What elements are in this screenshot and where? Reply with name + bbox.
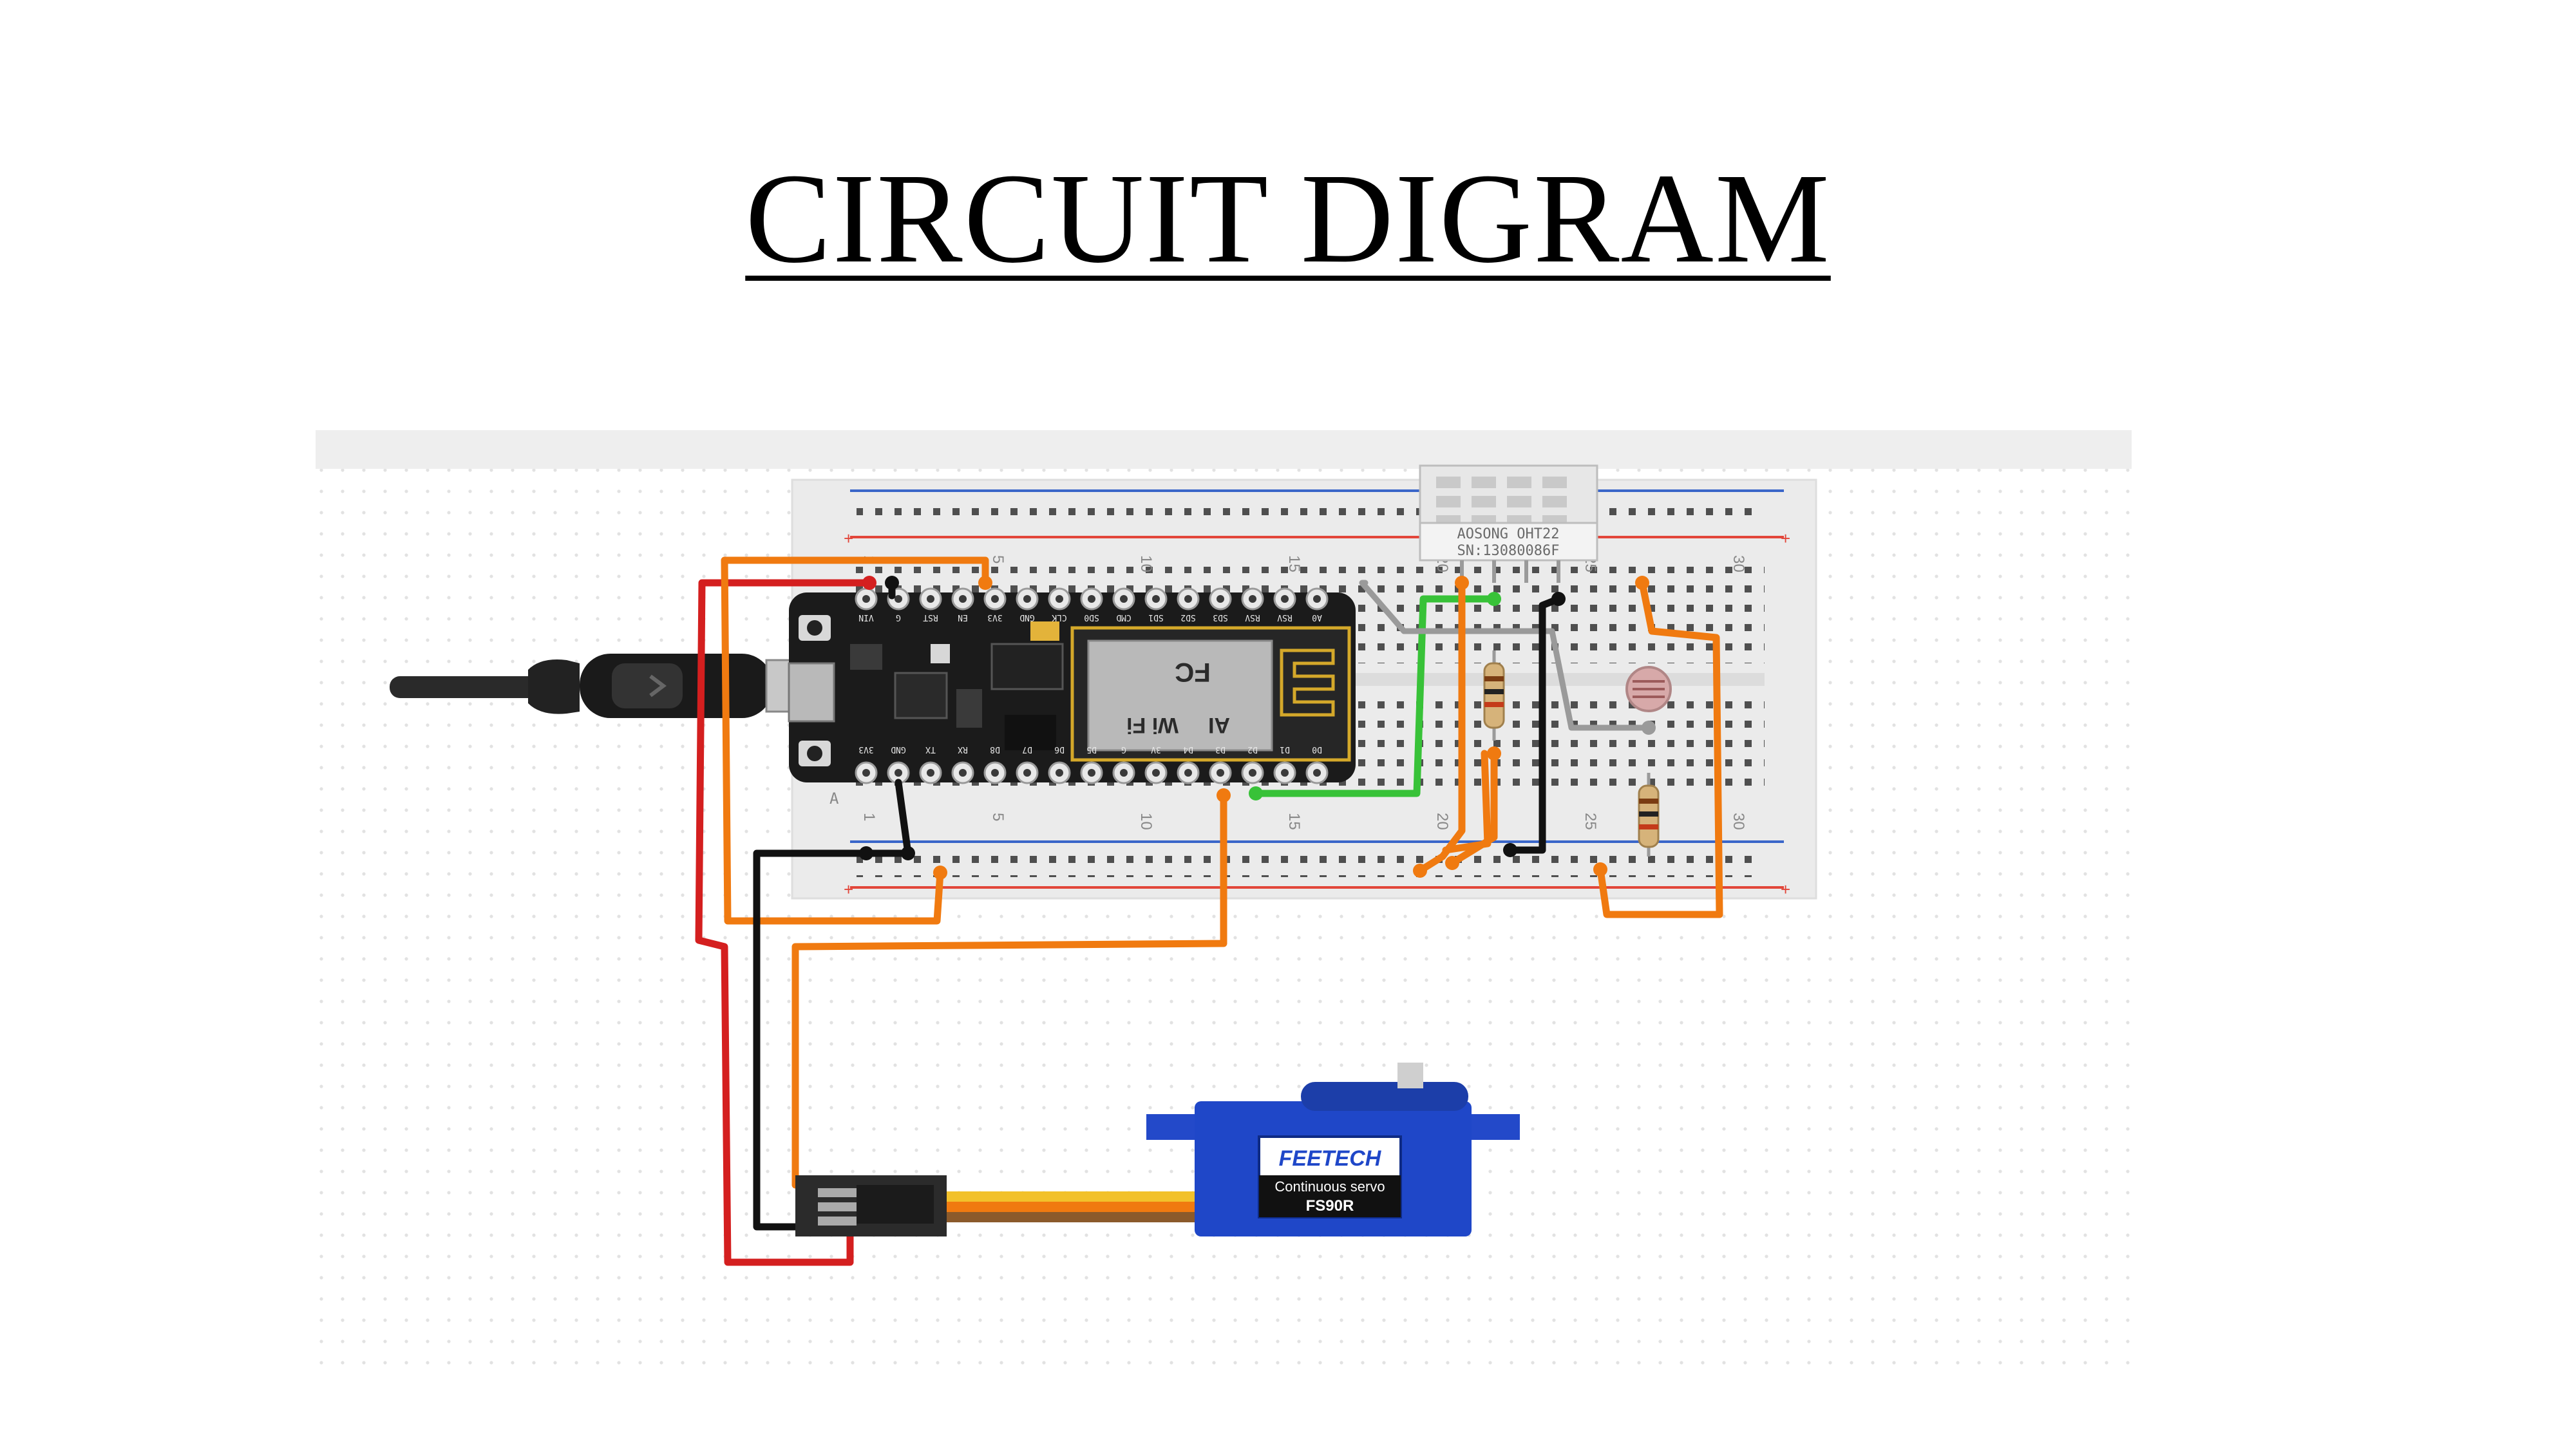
nodemcu-pin-label-bottom-5: D7: [1022, 744, 1032, 754]
servo-cable: [947, 1191, 1204, 1222]
wire-black-dht-gnd: [1506, 595, 1562, 854]
rail-minus-sign: -: [850, 480, 856, 500]
row-number-bottom-5: 5: [989, 813, 1007, 821]
nodemcu-pin-label-top-2: RST: [923, 612, 938, 622]
row-number-bottom-10: 10: [1137, 813, 1155, 830]
servo-connector: [795, 1175, 947, 1236]
wire-orange-ldr: [1596, 579, 1723, 918]
column-letter: A: [829, 790, 839, 808]
nodemcu-pin-label-bottom-7: D5: [1086, 744, 1097, 754]
servo-motor-icon: FEETECH Continuous servo FS90R: [1146, 1063, 1520, 1236]
nodemcu-pin-label-top-1: G: [896, 612, 901, 622]
wire-orange-res-gnd: [1442, 750, 1492, 854]
nodemcu-pin-label-bottom-0: 3V3: [858, 744, 873, 754]
module-mark-ai: AI: [1208, 713, 1230, 737]
wire-endpoints: [859, 576, 1656, 880]
row-number-top-15: 15: [1285, 555, 1303, 573]
nodemcu-pin-label-top-7: SD0: [1084, 612, 1099, 622]
row-number-bottom-30: 30: [1730, 813, 1747, 830]
module-mark-wifi: Wi Fi: [1126, 713, 1179, 737]
servo-brand: FEETECH: [1279, 1146, 1382, 1171]
rail-plus-sign-right: +: [1781, 529, 1790, 548]
wire-gray-dht: [1359, 580, 1652, 731]
nodemcu-pin-label-top-11: SD3: [1213, 612, 1227, 622]
nodemcu-pin-label-top-8: CMD: [1116, 612, 1132, 622]
nodemcu-pin-label-top-4: 3V3: [987, 612, 1002, 622]
nodemcu-pin-label-bottom-2: TX: [925, 744, 936, 754]
servo-model: FS90R: [1306, 1197, 1354, 1215]
micro-usb-port: [788, 662, 835, 723]
nodemcu-pin-label-top-10: SD2: [1180, 612, 1195, 622]
servo-subtitle: Continuous servo: [1274, 1179, 1385, 1195]
wire-orange-3v3: [721, 556, 989, 925]
nodemcu-pin-label-top-5: GND: [1019, 612, 1035, 622]
wire-orange-dht-res: [1448, 750, 1498, 867]
esp8266-module-icon: FC Wi Fi AI: [1070, 626, 1351, 762]
photoresistor-icon: [1625, 666, 1672, 712]
row-number-top-5: 5: [989, 555, 1007, 564]
dht22-sensor-icon: AOSONG OHT22 SN:13080086F: [1419, 464, 1598, 583]
capacitor: [1030, 621, 1059, 641]
wire-black-gnd: [753, 779, 912, 1231]
nodemcu-pin-label-top-6: CLK: [1052, 612, 1067, 622]
nodemcu-pin-label-top-14: A0: [1312, 612, 1322, 622]
nodemcu-pin-label-bottom-3: RX: [958, 744, 968, 754]
nodemcu-pin-row-top: VIN G RST EN 3V3 GND CLK SD0 CMD SD1 SD2 SD3 RSV RSV A…: [855, 587, 1329, 622]
row-number-top-30: 30: [1730, 555, 1747, 573]
dht-label-line1: AOSONG OHT22: [1457, 526, 1560, 542]
row-number-bottom-1: 1: [860, 813, 878, 821]
nodemcu-pin-label-bottom-6: D6: [1054, 744, 1065, 754]
nodemcu-pin-label-bottom-4: D8: [990, 744, 1000, 754]
nodemcu-pin-label-bottom-9: 3V: [1151, 744, 1161, 754]
row-number-top-10: 10: [1137, 555, 1155, 573]
rail-holes-top: [857, 500, 1758, 527]
rail-plus-sign-bottom: +: [844, 880, 853, 899]
page-title: CIRCUIT DIGRAM: [745, 147, 1831, 290]
wire-orange-signal: [791, 791, 1227, 1189]
nodemcu-pin-label-bottom-12: D2: [1247, 744, 1258, 754]
nodemcu-pin-label-top-3: EN: [958, 612, 968, 622]
nodemcu-pin-label-bottom-14: D0: [1312, 744, 1322, 754]
row-number-bottom-20: 20: [1434, 813, 1451, 830]
nodemcu-pin-label-top-0: VIN: [858, 612, 873, 622]
nodemcu-pin-label-top-13: RSV: [1277, 612, 1293, 622]
rail-holes-bottom: [857, 850, 1758, 877]
nodemcu-pin-label-top-12: RSV: [1245, 612, 1260, 622]
nodemcu-pin-label-bottom-1: GND: [891, 744, 906, 754]
nodemcu-pin-label-bottom-8: G: [1121, 744, 1126, 754]
row-number-bottom-25: 25: [1582, 813, 1599, 830]
wire-orange-dht-vcc: [1416, 579, 1466, 875]
rail-plus-sign-bottom-right: +: [1781, 880, 1790, 899]
resistor-icon: [1483, 650, 1505, 741]
nodemcu-pin-label-bottom-13: D1: [1280, 744, 1290, 754]
resistor-icon-2: [1638, 773, 1660, 857]
module-mark-fc: FC: [1175, 658, 1211, 688]
row-number-bottom-15: 15: [1285, 813, 1303, 830]
dht-label-line2: SN:13080086F: [1457, 543, 1560, 559]
nodemcu-pin-label-bottom-11: D3: [1215, 744, 1226, 754]
nodemcu-pin-row-bottom: 3V3 GND TX RX D8 D7 D6 D5 G 3V D4 D3 D2 D1 D0: [855, 744, 1329, 784]
nodemcu-pin-label-top-9: SD1: [1148, 612, 1163, 622]
nodemcu-pin-label-bottom-10: D4: [1183, 744, 1193, 754]
rail-plus-sign: +: [844, 529, 853, 548]
